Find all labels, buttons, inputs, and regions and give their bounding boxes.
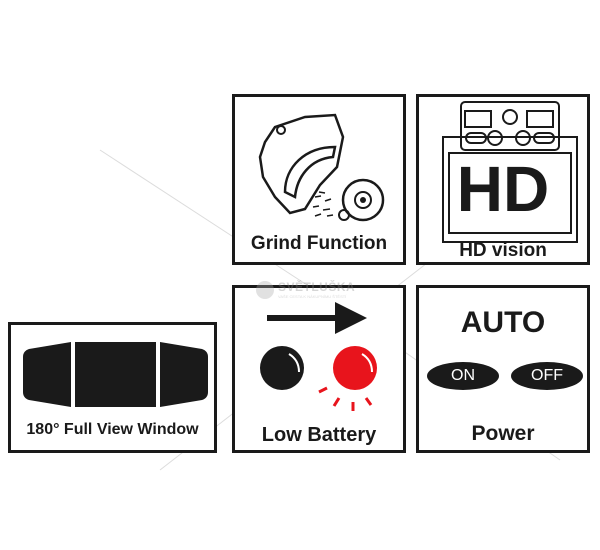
- full-view-window-label: 180° Full View Window: [26, 421, 199, 438]
- power-tile: AUTO ON OFF Power: [416, 285, 590, 453]
- led-glow-rays-icon: [318, 386, 373, 411]
- hd-vision-tile: HD HD vision: [416, 94, 590, 265]
- grind-function-label: Grind Function: [250, 233, 388, 254]
- watermark-brand: SVĚTLUŠKA: [278, 280, 356, 294]
- watermark-tagline: VAŠE CESTA K NÁKUPNÍMU ŠTĚSTÍ: [278, 294, 347, 299]
- led-indicator-icon: [260, 302, 377, 411]
- grinder-helmet-icon: [258, 113, 385, 222]
- watermark-logo: SVĚTLUŠKA VAŠE CESTA K NÁKUPNÍMU ŠTĚSTÍ: [256, 280, 355, 299]
- hd-big-text: HD: [456, 153, 550, 225]
- low-battery-tile: Low Battery: [232, 285, 406, 453]
- red-led-icon: [333, 346, 377, 390]
- hd-vision-label: HD vision: [459, 240, 547, 261]
- camera-hd-icon: [442, 101, 578, 243]
- watermark-circle-icon: [256, 280, 274, 299]
- power-label: Power: [471, 422, 535, 445]
- off-button-icon: OFF: [511, 362, 583, 390]
- grind-function-tile: Grind Function: [232, 94, 406, 265]
- full-view-window-tile: 180° Full View Window: [8, 322, 217, 453]
- on-button-icon: ON: [427, 362, 499, 390]
- low-battery-label: Low Battery: [261, 424, 377, 446]
- wide-window-icon: [23, 342, 208, 407]
- auto-text: AUTO: [460, 306, 546, 339]
- black-led-icon: [260, 346, 304, 390]
- arrow-right-icon: [267, 302, 367, 334]
